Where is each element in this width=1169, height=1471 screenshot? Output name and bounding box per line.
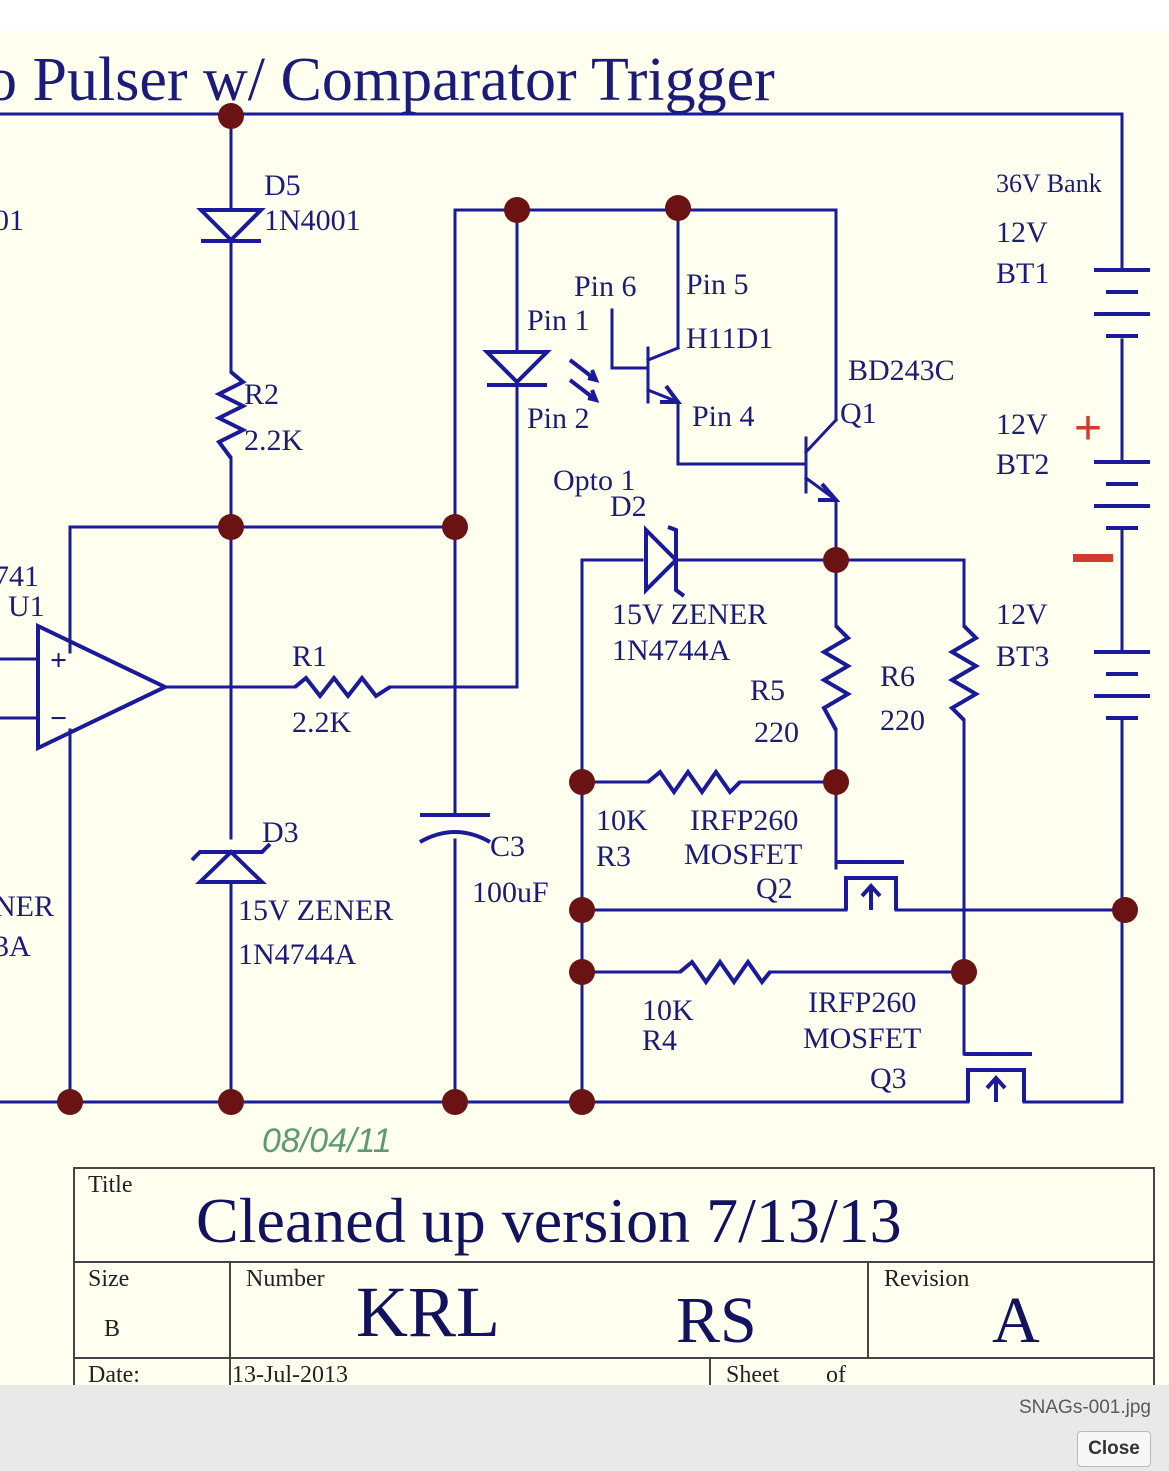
bt3-value-label: 12V [996,598,1048,631]
stamp-date: 08/04/11 [262,1122,392,1160]
pin5-label: Pin 5 [686,268,749,301]
r5-ref-label: R5 [750,674,785,707]
left-part-partial-label: 3A [0,930,31,963]
u1-ref-label: U1 [8,590,45,623]
r1-ref-label: R1 [292,640,327,673]
bt2-battery-symbol [1094,460,1150,530]
opto-part-label: H11D1 [686,322,773,355]
q2-ref-label: Q2 [756,872,793,905]
number-value-rs: RS [676,1284,757,1357]
bt1-value-label: 12V [996,216,1048,249]
r1-value-label: 2.2K [292,706,352,739]
r5-resistor-symbol [820,624,852,731]
c3-capacitor-symbol [419,813,491,844]
r1-resistor-symbol [293,674,392,700]
sheet-label: Sheet [726,1362,780,1385]
q1-transistor-symbol [818,482,841,502]
d5-diode-symbol [196,208,266,243]
d5-ref-label: D5 [264,169,301,202]
title-block: Title Cleaned up version 7/13/13 Size B … [73,1167,1155,1385]
r2-value-label: 2.2K [244,424,304,457]
r6-ref-label: R6 [880,660,915,693]
r5-value-label: 220 [754,716,799,749]
q2-part-label: IRFP260 [690,804,798,837]
left-zener-partial-label: NER [0,890,54,923]
size-label: Size [88,1266,129,1292]
d3-zener-symbol [190,842,272,884]
bt1-ref-label: BT1 [996,257,1049,290]
d1-part-partial-label: 01 [0,204,24,237]
revision-label: Revision [884,1266,969,1292]
schematic-header-title: o Pulser w/ Comparator Trigger [0,46,775,114]
wires [0,112,1127,1104]
d2-zener-symbol [644,525,686,598]
bank-label: 36V Bank [996,169,1102,198]
r3-value-label: 10K [596,804,648,837]
d2-type-label: 15V ZENER [612,598,767,631]
schematic-diagram: o Pulser w/ Comparator Trigger [0,30,1169,1385]
battery-plus-mark: + [1074,402,1102,455]
q3-type-label: MOSFET [803,1022,921,1055]
opto-led-symbol [482,350,600,403]
bt2-ref-label: BT2 [996,448,1049,481]
d2-ref-label: D2 [610,490,647,523]
schematic-background [0,30,1169,1385]
u1-part-partial-label: 741 [0,560,39,593]
r6-resistor-symbol [948,624,980,722]
filename-label: SNAGs-001.jpg [1018,1397,1151,1418]
r2-ref-label: R2 [244,378,279,411]
title-value: Cleaned up version 7/13/13 [196,1185,902,1256]
opamp-minus-label: − [50,702,67,735]
image-viewport: o Pulser w/ Comparator Trigger [0,30,1169,1385]
revision-value: A [992,1284,1040,1357]
number-label: Number [246,1266,325,1292]
r3-resistor-symbol [646,768,742,796]
r4-ref-label: R4 [642,1024,677,1057]
pin1-label: Pin 1 [527,304,590,337]
q2-type-label: MOSFET [684,838,802,871]
r4-value-label: 10K [642,994,694,1027]
q1-part-label: BD243C [848,354,955,387]
r3-ref-label: R3 [596,840,631,873]
r2-resistor-symbol [214,370,248,460]
bt3-battery-symbol [1094,650,1150,720]
bt1-battery-symbol [1094,268,1150,338]
number-value-krl: KRL [356,1272,500,1352]
junction-dots [57,103,1138,1115]
pin4-label: Pin 4 [692,400,755,433]
of-label: of [826,1362,846,1385]
d5-part-label: 1N4001 [264,204,361,237]
bt3-ref-label: BT3 [996,640,1049,673]
viewer-bottom-bar: SNAGs-001.jpg Close [0,1385,1169,1471]
d3-type-label: 15V ZENER [238,894,393,927]
close-button[interactable]: Close [1077,1431,1151,1467]
q3-ref-label: Q3 [870,1062,907,1095]
c3-value-label: 100uF [472,876,549,909]
q1-ref-label: Q1 [840,397,877,430]
q3-part-label: IRFP260 [808,986,916,1019]
c3-ref-label: C3 [490,830,525,863]
battery-minus-mark [1073,554,1113,562]
pin6-label: Pin 6 [574,270,637,303]
component-labels: D5 1N4001 01 R2 2.2K R1 2.2K 741 U1 D3 1… [0,169,1102,1095]
opto-transistor-symbol [660,384,682,404]
q3-mosfet-symbol [964,1052,1032,1102]
date-value: 13-Jul-2013 [232,1362,348,1385]
r6-value-label: 220 [880,704,925,737]
d2-part-label: 1N4744A [612,634,731,667]
r4-resistor-symbol [678,958,772,986]
d3-part-label: 1N4744A [238,938,357,971]
q2-mosfet-symbol [836,860,904,910]
opamp-plus-label: + [50,644,67,677]
u1-opamp-symbol: + − [36,622,170,752]
pin2-label: Pin 2 [527,402,590,435]
d3-ref-label: D3 [262,816,299,849]
title-label: Title [88,1172,132,1198]
size-value: B [104,1316,120,1342]
date-label: Date: [88,1362,140,1385]
opto-ref-label: Opto 1 [553,464,636,497]
bt2-value-label: 12V [996,408,1048,441]
